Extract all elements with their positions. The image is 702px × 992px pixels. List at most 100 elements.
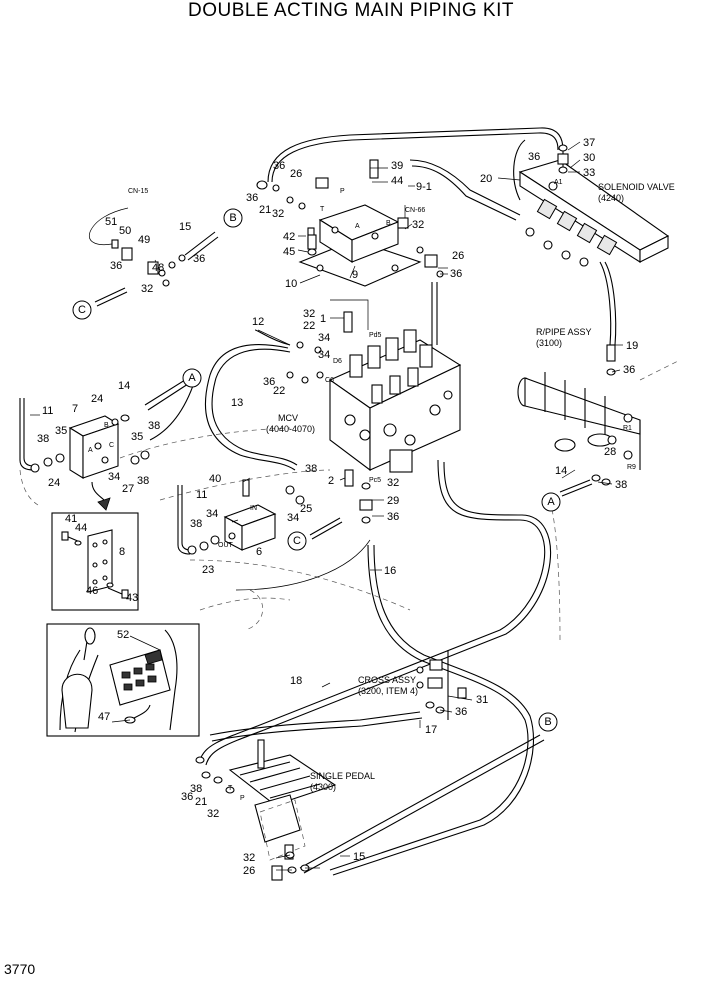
detail-box-plate <box>51 512 139 611</box>
part-num: 27 <box>122 483 134 495</box>
part-num: 36 <box>110 260 122 272</box>
part-num: 21 <box>259 204 271 216</box>
part-num: 38 <box>190 518 202 530</box>
part-num: 39 <box>391 160 403 172</box>
part-num: 32 <box>141 283 153 295</box>
part-num: 44 <box>391 175 403 187</box>
part-num: 21 <box>195 796 207 808</box>
part-num: 26 <box>452 250 464 262</box>
part-num: 33 <box>583 167 595 179</box>
part-num: 20 <box>480 173 492 185</box>
part-num: 36 <box>623 364 635 376</box>
part-num: 34 <box>287 512 299 524</box>
port-in: IN <box>250 505 257 512</box>
part-num: 9-1 <box>416 181 432 193</box>
part-num: 38 <box>37 433 49 445</box>
port-a1: A1 <box>554 179 563 186</box>
part-num: 30 <box>583 152 595 164</box>
part-num: 38 <box>190 783 202 795</box>
mcv-block <box>328 311 462 487</box>
part-num: 14 <box>555 465 567 477</box>
part-number-labels: 1 2 6 7 8 9 9-1 10 11 11 12 13 14 14 15 … <box>37 137 638 877</box>
part-num: 36 <box>455 706 467 718</box>
part-num: 44 <box>75 522 87 534</box>
part-num: 36 <box>273 160 285 172</box>
part-num: 49 <box>138 234 150 246</box>
callout-c1: C <box>72 300 92 320</box>
part-num: 28 <box>604 446 616 458</box>
pipe-assy-label: R/PIPE ASSY <box>536 327 592 337</box>
part-num: 38 <box>305 463 317 475</box>
part-num: 32 <box>207 808 219 820</box>
page-title: DOUBLE ACTING MAIN PIPING KIT <box>188 0 514 21</box>
callout-b2-label: B <box>544 716 551 728</box>
solenoid-valve <box>518 150 670 267</box>
port-cn15: CN-15 <box>128 188 148 195</box>
part-num: 50 <box>119 225 131 237</box>
part-num: 12 <box>252 316 264 328</box>
part-num: 42 <box>283 231 295 243</box>
port-out: OUT <box>218 542 234 549</box>
part-num: 45 <box>283 246 295 258</box>
block-6 <box>223 479 277 551</box>
block-7 <box>68 415 120 511</box>
part-num: 48 <box>152 262 164 274</box>
single-pedal <box>228 739 337 881</box>
part-num: 24 <box>48 477 60 489</box>
port-t-pedal: T <box>228 785 233 792</box>
part-num: 2 <box>328 475 334 487</box>
callout-b1-label: B <box>229 212 236 224</box>
part-num: 32 <box>412 219 424 231</box>
part-num: 25 <box>300 503 312 515</box>
part-num: 47 <box>98 711 110 723</box>
part-num: 11 <box>196 489 207 501</box>
part-num: 43 <box>126 592 138 604</box>
port-r1: R1 <box>623 425 632 432</box>
port-cn66: CN-66 <box>405 207 425 214</box>
mcv-ref: (4040-4070) <box>266 424 315 434</box>
single-pedal-label: SINGLE PEDAL <box>310 771 375 781</box>
callout-b1: B <box>223 208 243 228</box>
fittings <box>30 144 616 874</box>
port-pc5: Pc5 <box>369 477 381 484</box>
part-num: 9 <box>352 269 358 281</box>
callout-c2: C <box>287 531 307 551</box>
port-a-left: A <box>88 447 93 454</box>
callout-c2-label: C <box>293 535 301 547</box>
part-num: 36 <box>387 511 399 523</box>
part-num: 36 <box>181 791 193 803</box>
part-num: 14 <box>118 380 130 392</box>
part-num: 24 <box>91 393 103 405</box>
part-num: 13 <box>231 397 243 409</box>
port-p-top: P <box>340 188 345 195</box>
callout-b2: B <box>538 712 558 732</box>
part-num: 29 <box>387 495 399 507</box>
part-num: 26 <box>290 168 302 180</box>
part-num: 19 <box>626 340 638 352</box>
port-t-top: T <box>320 206 325 213</box>
part-num: 36 <box>450 268 462 280</box>
part-num: 22 <box>273 385 285 397</box>
part-num: 18 <box>290 675 302 687</box>
part-num: 32 <box>303 308 315 320</box>
port-d6: D6 <box>333 358 342 365</box>
port-p-pedal: P <box>240 795 245 802</box>
pipe-assy-ref: (3100) <box>536 338 562 348</box>
callout-a2: A <box>541 492 561 512</box>
page-number: 3770 <box>4 961 36 977</box>
part-num: 15 <box>179 221 191 233</box>
part-num: 32 <box>243 852 255 864</box>
callout-a1: A <box>182 368 202 388</box>
part-num: 36 <box>263 376 275 388</box>
callout-a2-label: A <box>547 496 555 508</box>
part-num: 34 <box>318 332 330 344</box>
part-num: 46 <box>86 585 98 597</box>
cross-assy <box>416 650 467 720</box>
part-num: 26 <box>243 865 255 877</box>
part-num: 35 <box>131 431 143 443</box>
part-num: 22 <box>303 320 315 332</box>
port-a-top: A <box>355 223 360 230</box>
part-num: 34 <box>108 471 120 483</box>
hose-lines <box>19 127 617 876</box>
port-pd5: Pd5 <box>369 332 382 339</box>
